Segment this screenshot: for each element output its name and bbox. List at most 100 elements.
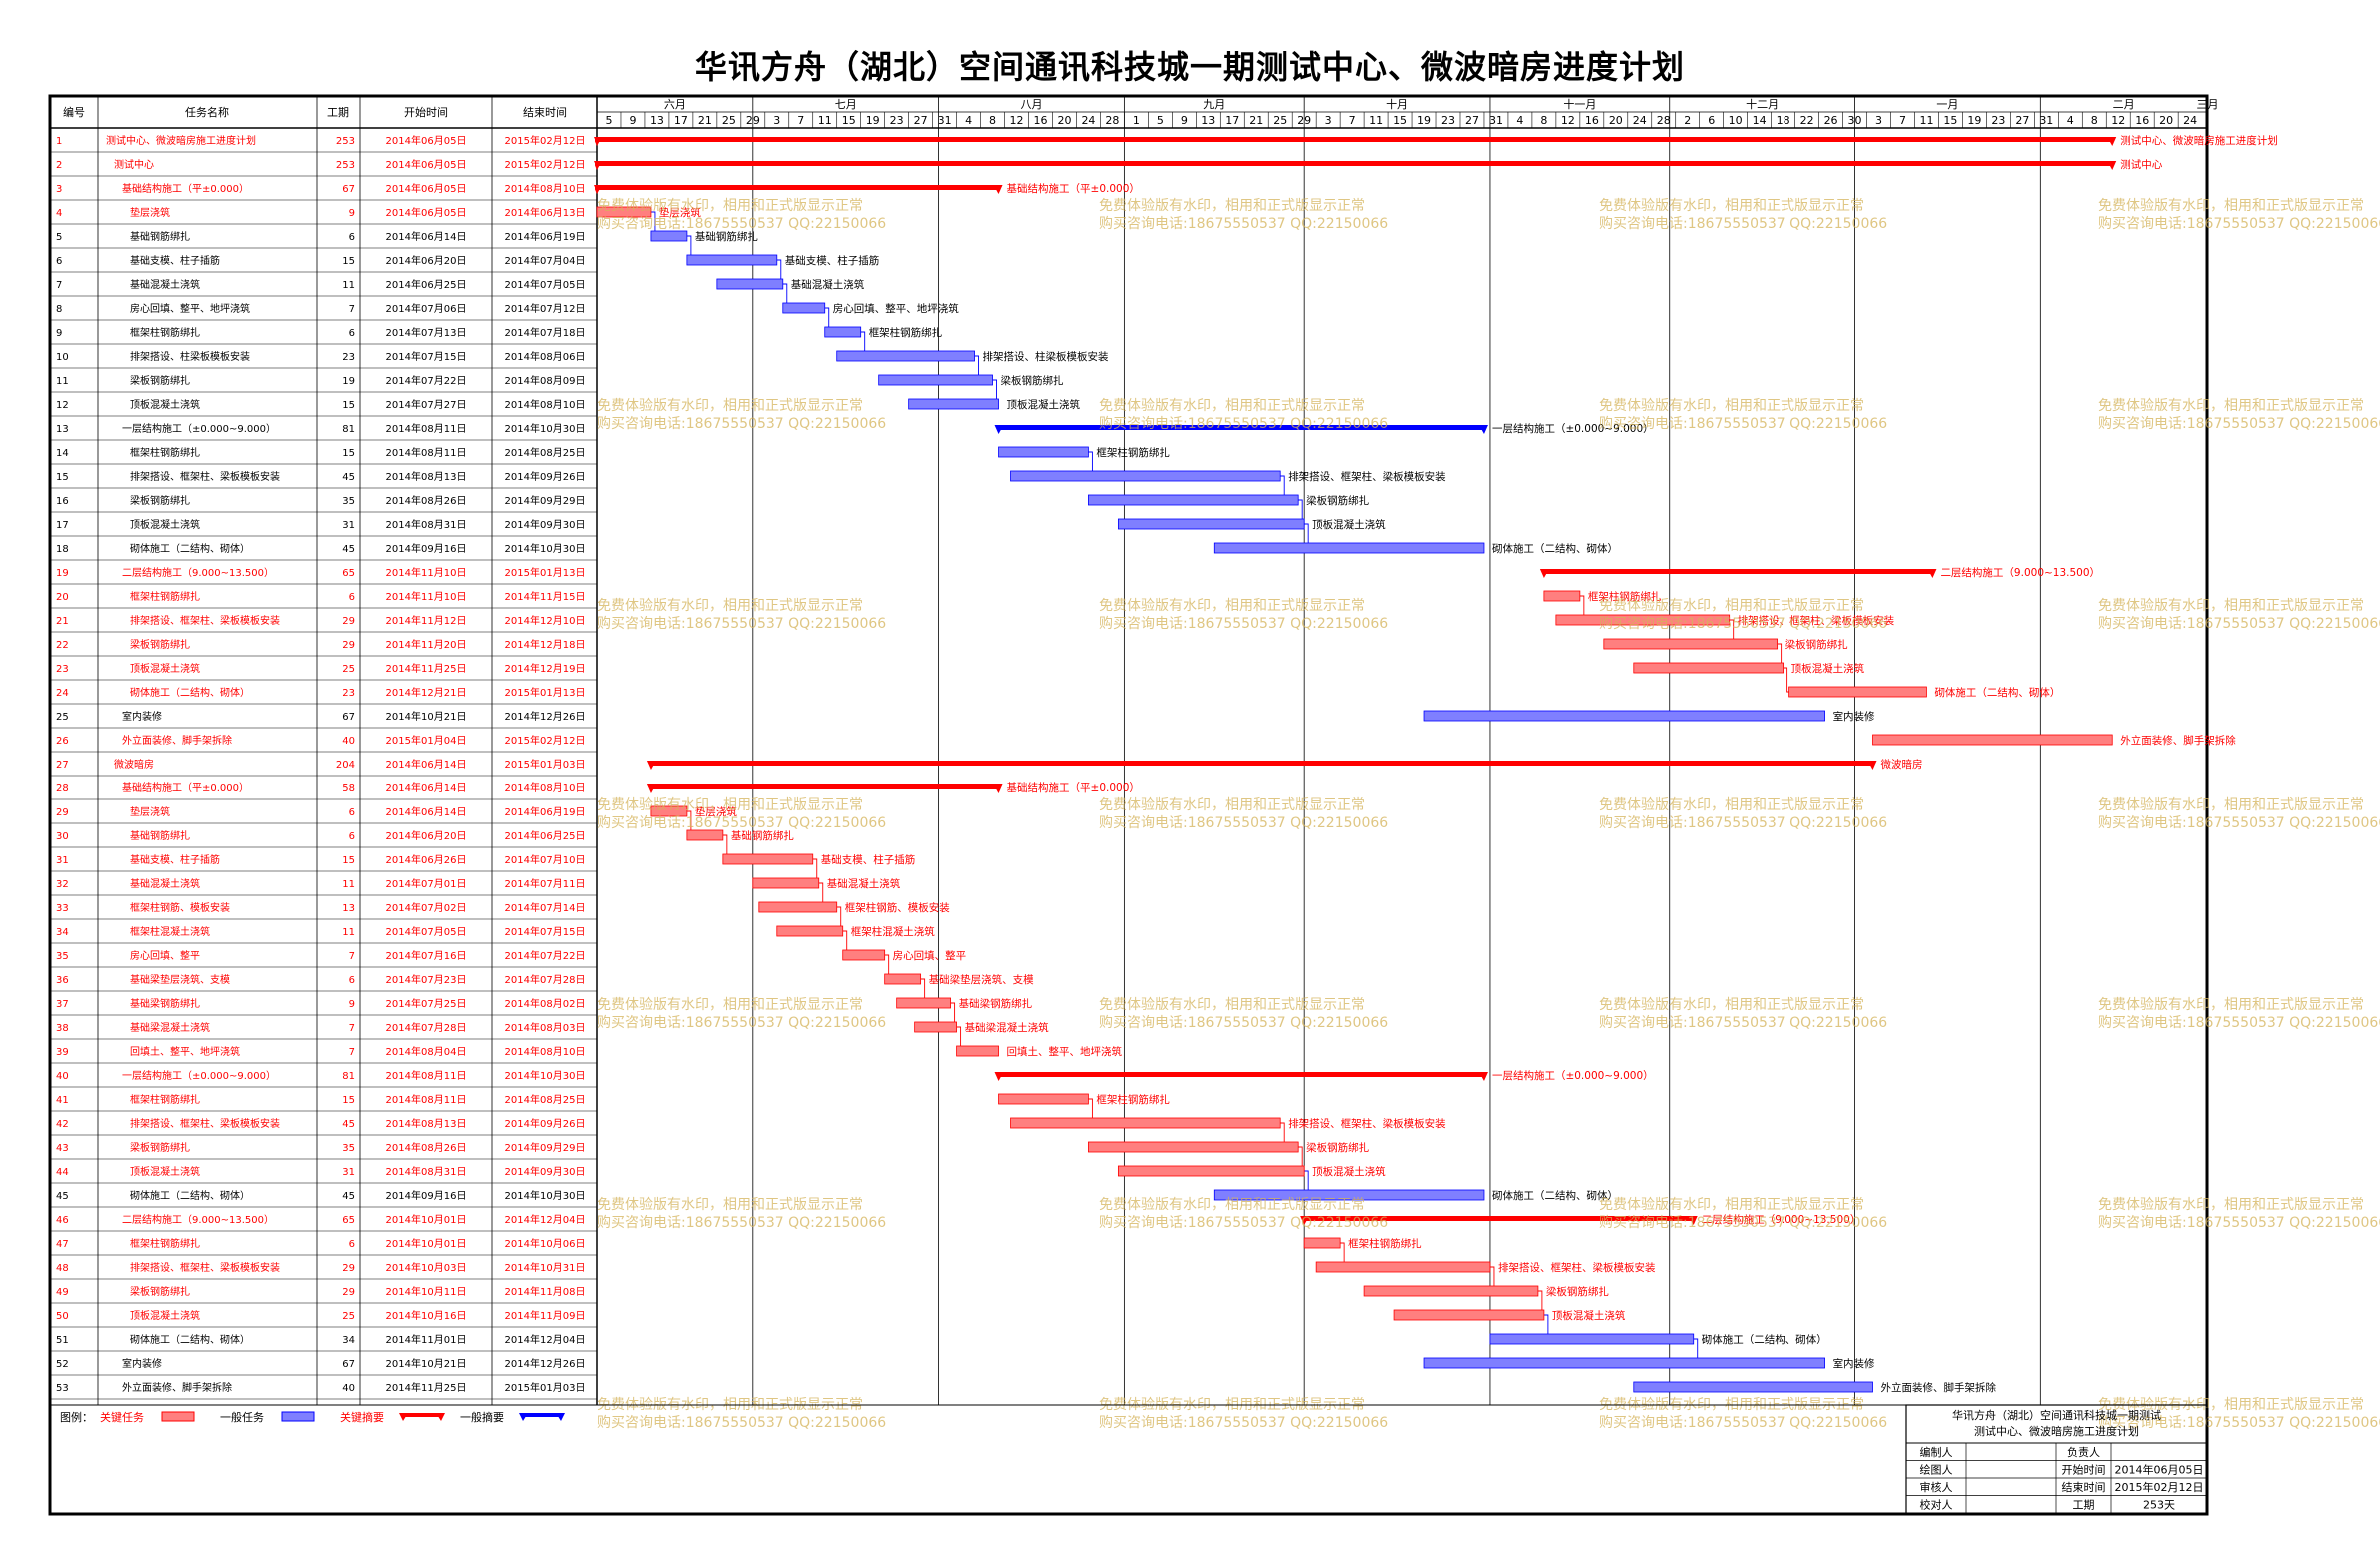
row-id: 18 [56, 544, 69, 555]
column-header: 开始时间 [404, 105, 448, 119]
month-label: 八月 [1020, 98, 1042, 111]
row-start: 2014年07月16日 [386, 949, 467, 962]
row-id: 29 [56, 807, 69, 818]
day-tick-label: 26 [1824, 114, 1838, 127]
bar-label: 二层结构施工（9.000~13.500） [1940, 566, 2100, 579]
task-bar [1088, 1141, 1299, 1153]
day-tick-label: 3 [1875, 114, 1882, 127]
row-id: 47 [56, 1239, 69, 1250]
summary-bar [650, 784, 999, 789]
row-end: 2014年07月14日 [505, 901, 586, 914]
row-start: 2014年06月14日 [386, 230, 467, 243]
row-duration: 23 [342, 688, 355, 699]
row-end: 2014年08月10日 [505, 781, 586, 794]
row-duration: 15 [342, 400, 355, 411]
legend-swatch [556, 1413, 565, 1421]
row-duration: 45 [342, 472, 355, 483]
day-tick-label: 29 [1297, 114, 1311, 127]
row-start: 2014年07月28日 [386, 1021, 467, 1034]
row-duration: 6 [349, 232, 355, 243]
watermark-text: 免费体验版有水印，相用和正式版显示正常 [2098, 1397, 2364, 1413]
row-duration: 6 [349, 831, 355, 842]
row-end: 2014年12月04日 [505, 1213, 586, 1226]
task-bar [686, 254, 778, 266]
watermark-text: 购买咨询电话:18675550537 QQ:22150066 [597, 416, 886, 432]
day-tick-label: 19 [1417, 114, 1431, 127]
row-end: 2015年02月12日 [505, 734, 586, 747]
summary-bar [1304, 1216, 1694, 1221]
watermark-text: 免费体验版有水印，相用和正式版显示正常 [597, 797, 863, 813]
bar-label: 回填土、整平、地坪浇筑 [1007, 1045, 1123, 1058]
info-cell: 校对人 [1920, 1498, 1953, 1512]
row-end: 2014年08月06日 [505, 350, 586, 363]
bar-label: 基础支模、柱子插筋 [785, 254, 880, 267]
day-tick-label: 20 [2159, 114, 2173, 127]
task-bar [650, 230, 688, 242]
summary-end-marker [1927, 569, 1937, 578]
day-tick-label: 31 [1489, 114, 1503, 127]
row-start: 2015年01月04日 [386, 734, 467, 747]
row-id: 9 [56, 328, 62, 339]
row-start: 2014年11月25日 [386, 1381, 467, 1394]
row-task-name: 框架柱钢筋、模板安装 [130, 901, 230, 914]
bar-label: 砌体施工（二结构、砌体） [1702, 1333, 1827, 1346]
row-duration: 45 [342, 1191, 355, 1202]
month-label: 九月 [1203, 98, 1225, 111]
day-tick-label: 18 [1777, 114, 1790, 127]
watermark-text: 免费体验版有水印，相用和正式版显示正常 [597, 1197, 863, 1213]
day-tick-label: 29 [746, 114, 760, 127]
task-bar [1088, 494, 1299, 506]
day-tick-label: 25 [722, 114, 736, 127]
row-duration: 40 [342, 736, 355, 747]
day-tick-label: 28 [1657, 114, 1671, 127]
row-task-name: 室内装修 [122, 1357, 162, 1370]
row-id: 51 [56, 1335, 69, 1346]
row-id: 42 [56, 1119, 69, 1130]
row-task-name: 基础结构施工（平±0.000） [122, 182, 249, 195]
row-end: 2014年08月03日 [505, 1021, 586, 1034]
info-cell: 结束时间 [2062, 1481, 2106, 1494]
row-id: 38 [56, 1023, 69, 1034]
watermark-text: 购买咨询电话:18675550537 QQ:22150066 [597, 1015, 886, 1031]
watermark-text: 购买咨询电话:18675550537 QQ:22150066 [1099, 616, 1388, 632]
row-task-name: 砌体施工（二结构、砌体） [130, 542, 250, 555]
row-task-name: 基础支模、柱子插筋 [130, 254, 220, 267]
row-end: 2014年06月25日 [505, 829, 586, 842]
row-task-name: 框架柱混凝土浇筑 [130, 925, 210, 938]
summary-bar [597, 137, 2113, 142]
watermark-text: 购买咨询电话:18675550537 QQ:22150066 [2098, 416, 2380, 432]
bar-label: 顶板混凝土浇筑 [1312, 518, 1386, 531]
day-tick-label: 12 [1561, 114, 1575, 127]
row-id: 35 [56, 951, 69, 962]
summary-bar [650, 761, 1873, 766]
summary-bar [998, 425, 1484, 430]
day-tick-label: 1 [1133, 114, 1140, 127]
month-label: 十月 [1386, 97, 1408, 111]
row-start: 2014年10月03日 [386, 1261, 467, 1274]
row-start: 2014年06月05日 [386, 134, 467, 147]
row-start: 2014年08月26日 [386, 1141, 467, 1154]
row-id: 25 [56, 712, 69, 723]
day-tick-label: 4 [2067, 114, 2074, 127]
row-task-name: 排架搭设、柱梁板模板安装 [130, 350, 250, 363]
row-task-name: 外立面装修、脚手架拆除 [122, 1381, 232, 1394]
watermark-text: 免费体验版有水印，相用和正式版显示正常 [1099, 1197, 1365, 1213]
watermark-text: 购买咨询电话:18675550537 QQ:22150066 [1599, 416, 1887, 432]
summary-start-marker [994, 1072, 1004, 1081]
row-id: 6 [56, 256, 62, 267]
task-bar [1117, 518, 1305, 530]
bar-label: 顶板混凝土浇筑 [1007, 398, 1081, 411]
row-task-name: 框架柱钢筋绑扎 [130, 590, 200, 603]
row-duration: 7 [349, 1047, 355, 1058]
summary-end-marker [1867, 761, 1877, 770]
row-task-name: 梁板钢筋绑扎 [130, 638, 190, 651]
row-id: 10 [56, 352, 69, 363]
task-bar [1788, 686, 1927, 698]
legend-swatch [161, 1411, 195, 1422]
row-task-name: 回填土、整平、地坪浇筑 [130, 1045, 240, 1058]
row-end: 2015年01月13日 [505, 566, 586, 579]
row-end: 2014年07月11日 [505, 877, 586, 890]
row-task-name: 砌体施工（二结构、砌体） [130, 1189, 250, 1202]
bar-label: 基础钢筋绑扎 [695, 230, 758, 243]
